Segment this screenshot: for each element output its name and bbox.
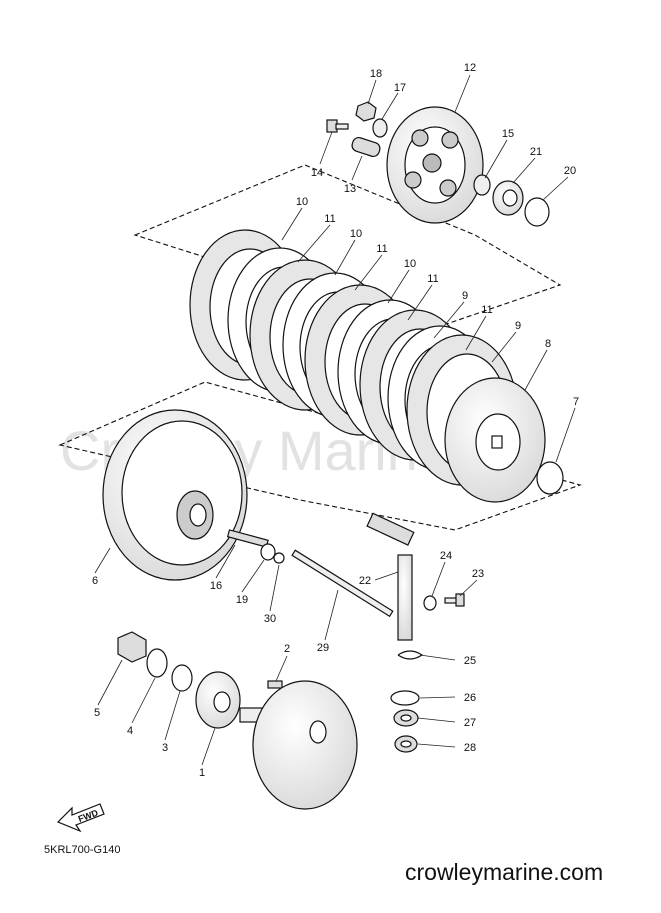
callout-13: 13 <box>344 183 356 195</box>
washer <box>423 595 437 611</box>
callout-10c: 10 <box>404 258 416 270</box>
fwd-arrow-icon: FWD <box>56 803 105 833</box>
clutch-spring <box>351 136 381 158</box>
lock-washer <box>536 461 564 495</box>
callout-2: 2 <box>284 643 290 655</box>
callout-25: 25 <box>464 655 476 667</box>
oil-seal <box>393 709 419 727</box>
washer <box>171 664 193 692</box>
callout-labels: 1 2 3 4 5 6 7 8 9 9 10 10 10 11 11 11 11… <box>92 62 579 779</box>
callout-10b: 10 <box>350 228 362 240</box>
callout-11c: 11 <box>427 273 438 285</box>
washer <box>372 118 388 138</box>
callout-23: 23 <box>472 568 484 580</box>
callout-4: 4 <box>127 725 133 737</box>
callout-6: 6 <box>92 575 98 587</box>
callout-29: 29 <box>317 642 329 654</box>
callout-21: 21 <box>530 146 542 158</box>
callout-10a: 10 <box>296 196 308 208</box>
oil-seal <box>260 543 276 561</box>
clutch-housing <box>102 409 248 581</box>
lock-washer <box>524 197 550 227</box>
callout-19: 19 <box>236 594 248 606</box>
callout-8: 8 <box>545 338 551 350</box>
clutch-boss <box>444 377 546 503</box>
callout-18: 18 <box>370 68 382 80</box>
callout-5: 5 <box>94 707 100 719</box>
leader-lines <box>94 74 576 766</box>
site-credit: crowleymarine.com <box>405 859 603 885</box>
callout-7: 7 <box>573 396 579 408</box>
primary-drive-gear <box>195 671 241 729</box>
bolt <box>444 593 465 607</box>
callout-16: 16 <box>210 580 222 592</box>
key <box>267 680 283 689</box>
callout-11b: 11 <box>376 243 387 255</box>
crankshaft-weight <box>239 680 358 810</box>
pressure-plate <box>386 106 484 224</box>
lock-nut <box>492 180 524 216</box>
callout-22: 22 <box>359 575 371 587</box>
callout-12: 12 <box>464 62 476 74</box>
lock-washer <box>146 648 168 678</box>
callout-14: 14 <box>311 167 323 179</box>
washer <box>473 174 491 196</box>
callout-27: 27 <box>464 717 476 729</box>
callout-9b: 9 <box>515 320 521 332</box>
callout-30: 30 <box>264 613 276 625</box>
spring <box>397 650 424 660</box>
callout-26: 26 <box>464 692 476 704</box>
callout-20: 20 <box>564 165 576 177</box>
drawing-code: 5KRL700-G140 <box>44 844 120 856</box>
callout-3: 3 <box>162 742 168 754</box>
callout-24: 24 <box>440 550 452 562</box>
callout-11a: 11 <box>324 213 335 225</box>
callout-1: 1 <box>199 767 205 779</box>
callout-9a: 9 <box>462 290 468 302</box>
circlip <box>390 690 420 706</box>
callout-17: 17 <box>394 82 406 94</box>
bolt <box>326 119 349 133</box>
ball <box>273 552 285 564</box>
plate-group-box-lower <box>58 381 582 531</box>
callout-11d: 11 <box>481 304 492 316</box>
fwd-label: FWD <box>77 808 100 825</box>
bearing <box>394 735 418 753</box>
nut <box>355 101 377 122</box>
push-rod-long <box>291 549 394 618</box>
callout-28: 28 <box>464 742 476 754</box>
push-lever-shaft <box>366 512 415 641</box>
nut <box>117 631 147 663</box>
callout-15: 15 <box>502 128 514 140</box>
